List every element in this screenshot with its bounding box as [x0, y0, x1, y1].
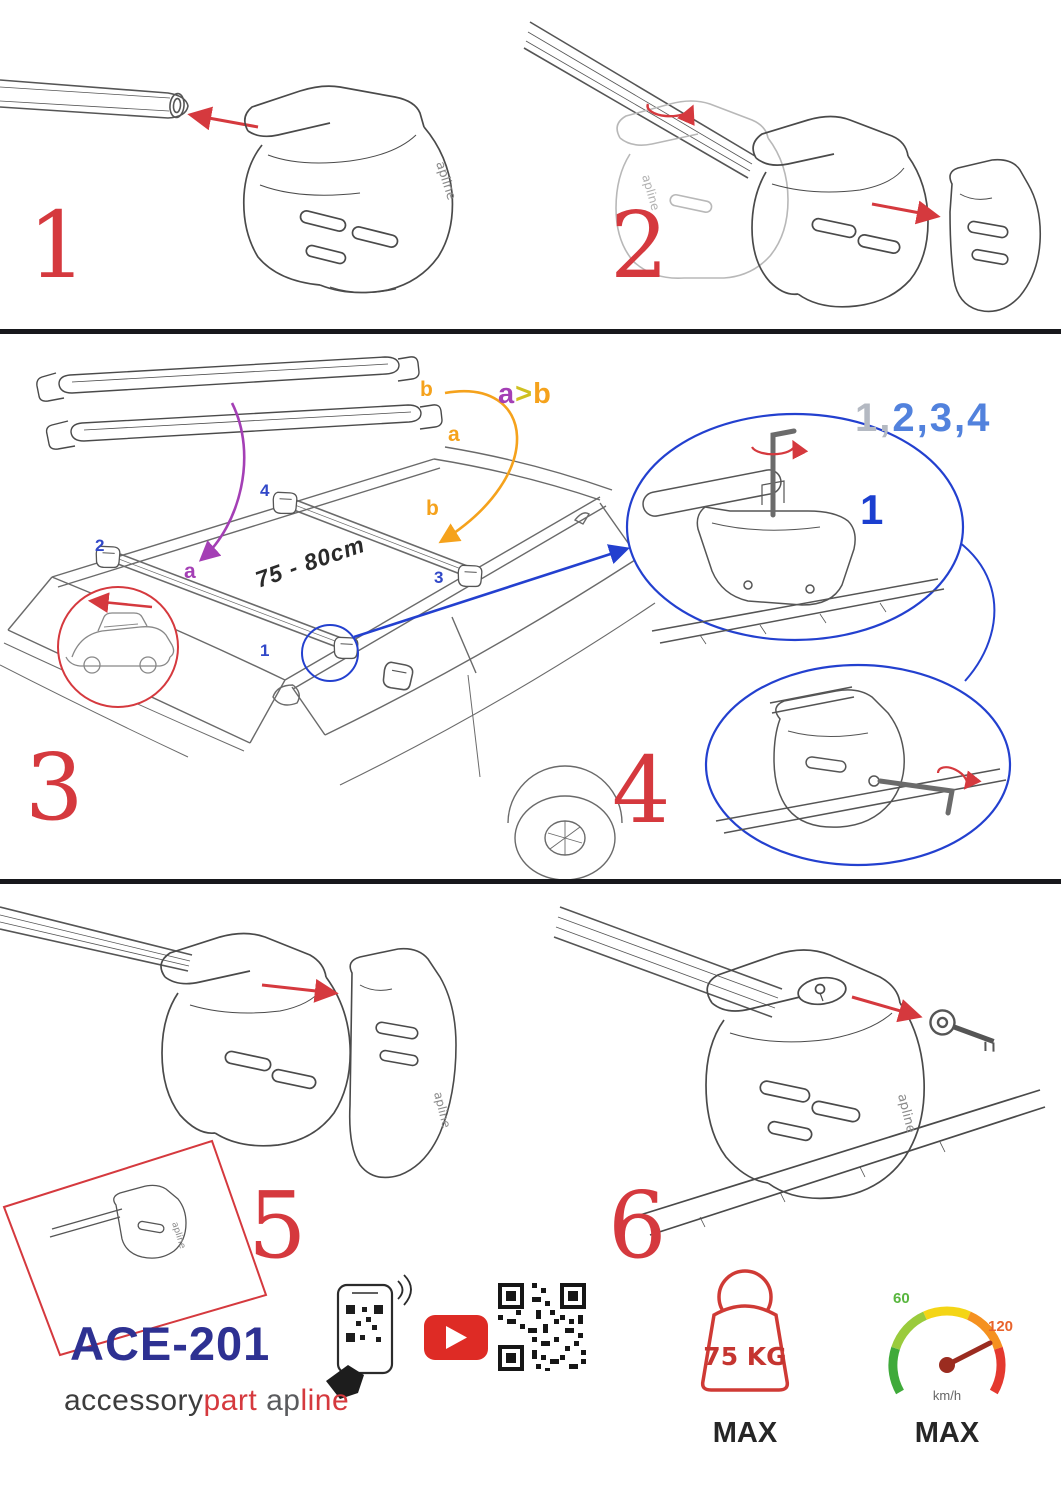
crossbar — [0, 79, 189, 119]
bar-length-formula: a>b — [498, 378, 552, 411]
key-arrow — [851, 995, 923, 1023]
part-brand-text: apline — [431, 1090, 453, 1129]
position-4-label: 4 — [260, 481, 270, 500]
roof-foot-3 — [454, 561, 485, 591]
detail-step-label: 1 — [860, 486, 884, 533]
brand-line: line — [300, 1384, 350, 1417]
formula-b: b — [533, 378, 552, 410]
sequence-first: 1, — [855, 396, 893, 440]
speed-low-label: 60 — [893, 1290, 910, 1307]
part-brand-text: apline — [894, 1092, 918, 1134]
step-6-number: 6 — [608, 1172, 667, 1279]
allen-key-icon — [770, 428, 797, 518]
detail-leader-arrow — [353, 544, 630, 639]
cover-piece — [348, 947, 457, 1179]
cover-piece — [949, 158, 1042, 313]
sequence-rest: 2,3,4 — [892, 396, 992, 440]
attach-arrow — [261, 978, 339, 1003]
speed-high-label: 120 — [988, 1318, 1014, 1335]
speedometer-icon — [888, 1306, 1006, 1395]
position-3-label: 3 — [434, 568, 444, 587]
model-number: ACE-201 — [70, 1317, 271, 1370]
crossbar — [523, 21, 756, 179]
formula-a: a — [498, 378, 516, 410]
position-2-label: 2 — [95, 536, 105, 555]
rotate-arrow — [751, 439, 809, 460]
formula-gt: > — [515, 378, 534, 410]
speed-max-label: MAX — [914, 1417, 980, 1449]
tighten-sequence: 1,2,3,4 — [855, 396, 991, 441]
weight-max-label: MAX — [712, 1417, 778, 1449]
allen-key-icon — [877, 778, 955, 816]
step-3-number: 3 — [25, 734, 84, 841]
brand-ap: ap — [266, 1384, 301, 1417]
direction-arrow — [87, 592, 153, 614]
detail-view-side — [704, 663, 1012, 867]
step-4-number: 4 — [612, 737, 671, 844]
step5-drawing: apline — [0, 906, 457, 1179]
step6-drawing: apline — [553, 906, 1046, 1236]
key-icon — [929, 1009, 995, 1052]
step-5-number: 5 — [248, 1172, 307, 1279]
stack-bar-a-label: a — [448, 423, 460, 446]
crossbar-b-stacked — [36, 356, 420, 402]
step2-drawing: apline — [523, 21, 1042, 313]
foot-clamp — [242, 85, 454, 294]
section-divider-2 — [0, 879, 1061, 884]
bar-b-curve — [438, 390, 519, 544]
stack-bar-b-label: b — [420, 378, 433, 401]
brand-part: part — [203, 1384, 258, 1417]
youtube-icon — [424, 1315, 488, 1360]
tighten-arrow — [646, 103, 695, 126]
bottom-drawing: apline apline — [0, 906, 1046, 1399]
loose-foot — [378, 657, 417, 695]
rotate-arrow — [936, 766, 982, 790]
roof-foot-1 — [330, 633, 361, 663]
roof-bar-b-label: b — [426, 497, 439, 520]
roof-bar-a-label: a — [184, 560, 196, 583]
crossbar-a-stacked — [45, 404, 443, 450]
step1-drawing: apline — [0, 79, 459, 294]
max-weight-icon: 75 KG — [700, 1269, 790, 1392]
part-brand-text: apline — [432, 160, 459, 202]
detail-view-top — [625, 412, 965, 645]
position-1-label: 1 — [260, 641, 270, 660]
speed-unit-label: km/h — [932, 1388, 962, 1403]
section-divider-1 — [0, 329, 1061, 334]
insert-arrow — [187, 106, 259, 131]
brand-accessory: accessory — [64, 1384, 204, 1417]
car-orientation-inset — [57, 586, 179, 708]
step-2-number: 2 — [610, 192, 669, 299]
foot-main — [751, 115, 929, 308]
phone-scan-icon — [326, 1274, 412, 1399]
needle — [944, 1340, 993, 1368]
focus-circle — [301, 624, 359, 682]
installation-overview-drawing — [0, 356, 1012, 881]
qr-code-icon — [498, 1283, 586, 1371]
roof-foot-4 — [269, 488, 300, 518]
bar-a-curve — [198, 402, 246, 562]
brand-wordmark: accessorypart apline — [64, 1384, 349, 1418]
step-1-number: 1 — [28, 192, 87, 299]
weight-value: 75 KG — [703, 1342, 786, 1371]
attach-arrow — [871, 200, 941, 225]
